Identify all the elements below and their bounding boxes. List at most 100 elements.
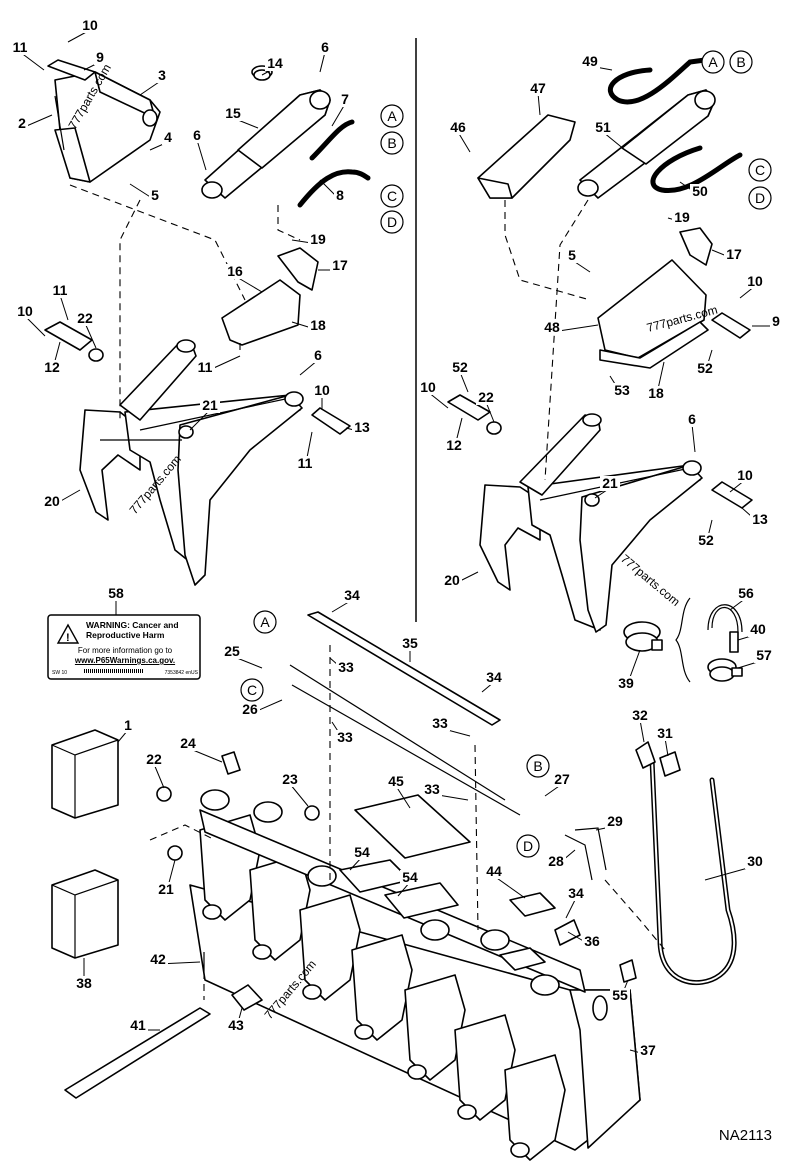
bushing-21 [178, 425, 194, 439]
hose-49 [608, 57, 708, 105]
label-bg [156, 882, 176, 897]
part-number-46: 46 [450, 119, 466, 135]
warning-line-3: For more information go to [77, 646, 173, 655]
watermark: 777parts.com [262, 957, 319, 1022]
label-bg [612, 383, 632, 398]
ref-circle-C [748, 158, 772, 182]
part-number-16: 16 [227, 263, 243, 279]
label-bg [696, 533, 716, 548]
label-bg [593, 120, 613, 135]
part-number-14: 14 [267, 55, 283, 71]
ref-circle-B [729, 50, 753, 74]
part-number-10: 10 [82, 17, 98, 33]
part-number-13: 13 [752, 511, 768, 527]
label-bg [600, 476, 620, 491]
part-number-20: 20 [44, 493, 60, 509]
plate-36 [554, 919, 581, 946]
label-bg [748, 622, 768, 637]
label-bg [50, 283, 70, 298]
label-bg [386, 774, 406, 789]
label-bg [484, 670, 504, 685]
ref-letter-A: A [387, 108, 397, 124]
label-bg [336, 660, 356, 675]
hose-clamp-39 [623, 621, 663, 652]
pivot-pin-9 [47, 59, 96, 81]
bracket-17 [277, 247, 319, 291]
watermark: 777parts.com [127, 452, 184, 517]
leader-line [565, 897, 577, 919]
part-number-52: 52 [697, 360, 713, 376]
mount-bracket-left [54, 71, 161, 183]
ref-circle-D [748, 186, 772, 210]
warning-code-right: 7353842 enUS [164, 670, 198, 676]
ref-letter-B: B [533, 758, 542, 774]
part-number-35: 35 [402, 635, 418, 651]
label-bg [448, 120, 468, 135]
ref-circle-B [526, 754, 550, 778]
warning-line-1: WARNING: Cancer and [86, 620, 179, 630]
part-number-9: 9 [96, 49, 104, 65]
part-number-58: 58 [108, 585, 124, 601]
bracket-16 [221, 279, 301, 346]
part-number-12: 12 [44, 359, 60, 375]
label-bg [280, 772, 300, 787]
label-bg [655, 726, 675, 741]
leader-line [24, 315, 46, 337]
link-arm-right [519, 413, 702, 496]
leader-line [331, 103, 346, 127]
part-number-49: 49 [582, 53, 598, 69]
ref-circle-B [380, 131, 404, 155]
part-number-11: 11 [298, 455, 313, 471]
ref-letter-D: D [523, 838, 533, 854]
ref-letter-C: C [247, 682, 257, 698]
guide-line [277, 205, 301, 241]
guide-line [544, 199, 589, 481]
part-number-34: 34 [344, 587, 360, 603]
leader-line [639, 719, 645, 743]
part-number-44: 44 [486, 863, 502, 879]
leader-line [691, 423, 696, 453]
part-number-8: 8 [336, 187, 344, 203]
svg-text:!: ! [66, 632, 70, 644]
label-bg [605, 814, 625, 829]
part-number-18: 18 [648, 385, 664, 401]
label-bg [265, 56, 285, 71]
label-bg [128, 1018, 148, 1033]
warning-codes: SW 10 7353842 enUS [52, 670, 198, 676]
leader-line [289, 783, 309, 807]
warning-label-58: ! [47, 614, 201, 680]
warning-text: WARNING: Cancer and Reproductive Harm [86, 620, 198, 640]
label-bg [308, 232, 328, 247]
mount-bracket-48 [597, 259, 709, 369]
label-bg [149, 188, 161, 203]
leader-line [457, 131, 471, 153]
bracket-17-right [679, 227, 713, 266]
label-bg [339, 92, 351, 107]
ref-circle-A [701, 50, 725, 74]
leader-line [493, 875, 526, 899]
leader-line [196, 139, 207, 171]
part-number-21: 21 [158, 881, 174, 897]
part-number-45: 45 [388, 773, 404, 789]
cylinder-right [577, 89, 716, 199]
label-bg [444, 438, 464, 453]
pin-13-right [711, 481, 753, 509]
label-bg [75, 311, 95, 326]
label-bg [672, 210, 692, 225]
part-number-5: 5 [568, 247, 576, 263]
part-number-51: 51 [595, 119, 611, 135]
part-number-23: 23 [282, 771, 298, 787]
part-number-41: 41 [130, 1017, 146, 1033]
part-number-30: 30 [747, 853, 763, 869]
label-bg [690, 184, 710, 199]
ref-circle-C [240, 678, 264, 702]
part-number-21: 21 [602, 475, 618, 491]
part-number-10: 10 [17, 303, 33, 319]
label-bg [74, 976, 94, 991]
part-number-9: 9 [772, 313, 780, 329]
label-bg [552, 772, 572, 787]
label-bg [442, 573, 462, 588]
part-number-54: 54 [402, 869, 418, 885]
